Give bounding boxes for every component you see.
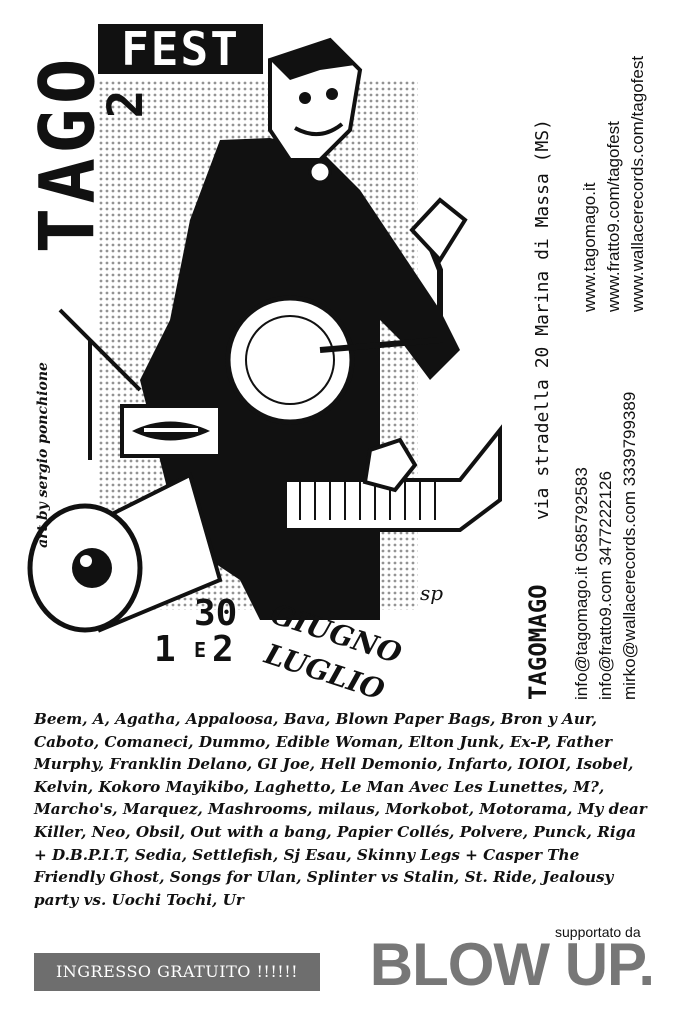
contact-line-1: info@tagomago.it 0585792583 (572, 467, 591, 700)
illustration-artwork: sp (27, 37, 502, 633)
venue-name: TAGOMAGO (524, 584, 552, 700)
festival-title-fest: FEST (98, 24, 263, 74)
website-link-1: www.tagomago.it (580, 182, 599, 312)
website-link-3: www.wallacerecords.com/tagofest (628, 55, 647, 312)
venue-address: via stradella 20 Marina di Massa (MS) (532, 119, 553, 520)
sponsor-logo-blow-up: BLOW UP. (369, 931, 655, 998)
artist-monogram: sp (420, 581, 443, 605)
date-day-1: 1 (154, 629, 176, 670)
art-credit: art by sergio ponchione (35, 362, 51, 548)
free-entry-banner: INGRESSO GRATUITO !!!!!! (34, 953, 320, 991)
contact-line-2: info@fratto9.com 3477222126 (596, 471, 615, 700)
banjo-headstock (409, 197, 468, 264)
date-conjunction: E (194, 638, 207, 662)
microphone-icon (308, 160, 332, 184)
festival-edition-number: 2 (98, 89, 154, 119)
sponsor-label: supportato da (555, 924, 641, 940)
festival-title-tago: TAGO (22, 54, 112, 254)
date-day-2: 2 (212, 629, 234, 670)
contact-line-3: mirko@wallacerecords.com 3339799389 (620, 391, 639, 700)
date-day-30: 30 (194, 593, 238, 634)
website-link-2: www.fratto9.com/tagofest (604, 121, 623, 312)
eye-drum (27, 472, 223, 633)
band-lineup: Beem, A, Agatha, Appaloosa, Bava, Blown … (34, 710, 647, 909)
